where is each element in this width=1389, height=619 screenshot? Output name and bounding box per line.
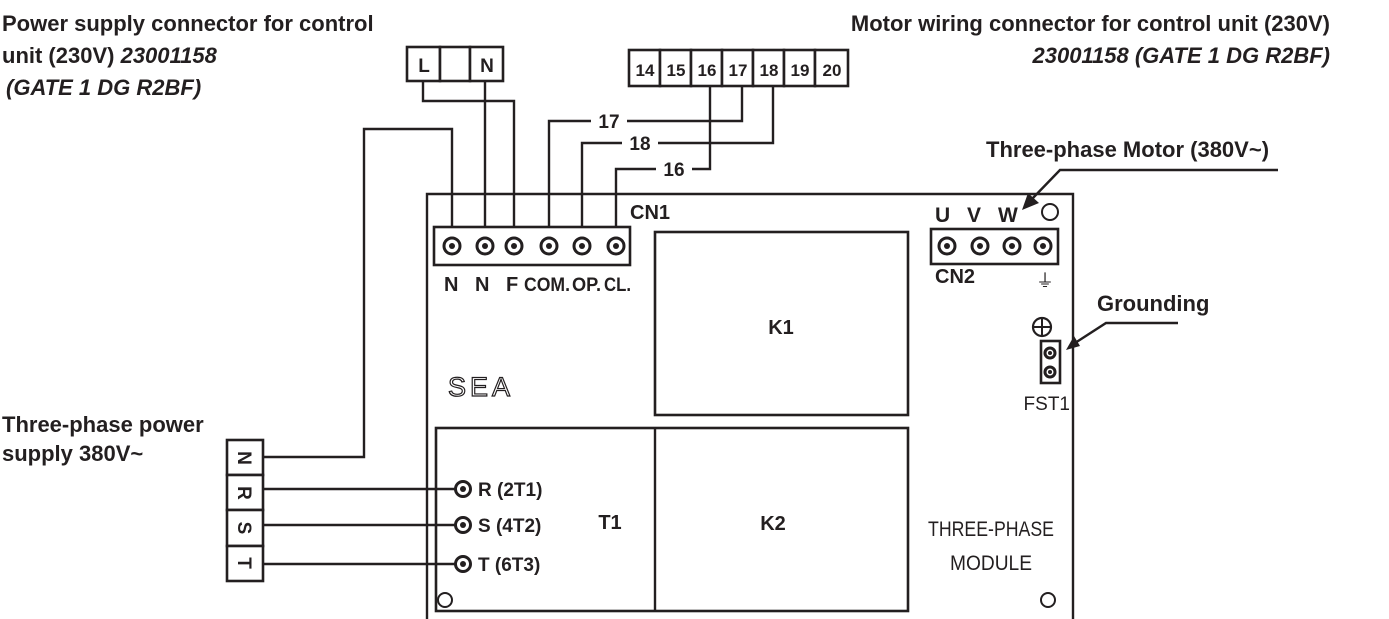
- cn1-label: CN1: [630, 202, 670, 224]
- t1-label: T1: [598, 512, 621, 534]
- supply-t: T: [233, 557, 254, 569]
- phase-terminal-r: R (2T1): [478, 480, 542, 501]
- cn1-term-com: COM.: [524, 275, 570, 296]
- power-connector-n: N: [480, 56, 494, 77]
- cn2-w: W: [998, 204, 1018, 227]
- fst1-label: FST1: [1024, 394, 1070, 415]
- cn2-label: CN2: [935, 266, 975, 288]
- cn1-term-f: F: [506, 274, 518, 296]
- sea-logo: SEA: [447, 371, 514, 402]
- three-phase-supply-label-line2: supply 380V~: [2, 441, 143, 466]
- supply-wires: [263, 487, 456, 566]
- earth-screw-icon: [1031, 316, 1053, 338]
- cn2-terminal-block: [929, 227, 1060, 266]
- cn1-term-n1: N: [444, 274, 458, 296]
- motor-pin-16: 16: [698, 61, 717, 80]
- motor-pin-19: 19: [791, 61, 810, 80]
- cn1-terminal-block: [432, 225, 632, 267]
- wire-tag-16: 16: [663, 160, 684, 181]
- cn2-v: V: [967, 204, 981, 227]
- phase-terminal-s: S (4T2): [478, 516, 541, 537]
- motor-pin-14: 14: [636, 61, 655, 80]
- motor-pin-15: 15: [667, 61, 686, 80]
- grounding-arrow-icon: [1066, 336, 1080, 350]
- cn1-term-op: OP.: [572, 275, 601, 296]
- contactor-block: [434, 426, 910, 613]
- motor-wiring-connector: 14 15 16 17 18 19 20: [627, 48, 850, 88]
- cn1-terminal-labels: N N F COM. OP. CL.: [444, 274, 631, 296]
- motor-connector-model: 23001158 (GATE 1 DG R2BF): [1031, 43, 1330, 68]
- cn1-term-n2: N: [475, 274, 489, 296]
- cn2-u: U: [935, 204, 950, 227]
- module-label-line1: THREE-PHASE: [928, 518, 1054, 541]
- relay-k1: [653, 230, 910, 417]
- cn1-term-cl: CL.: [604, 275, 631, 296]
- power-connector-title-line2: unit (230V) 23001158: [2, 43, 218, 68]
- mounting-hole-tr: [1041, 203, 1059, 221]
- k1-label: K1: [768, 317, 794, 339]
- grounding-label: Grounding: [1097, 291, 1209, 316]
- three-phase-motor-label: Three-phase Motor (380V~): [986, 137, 1269, 162]
- mounting-hole-br: [1040, 592, 1056, 608]
- wire-tag-18: 18: [629, 134, 650, 155]
- control-wires: [263, 81, 775, 459]
- supply-s: S: [233, 522, 254, 535]
- supply-r: R: [233, 486, 254, 500]
- power-connector-title-line1: Power supply connector for control: [2, 11, 374, 36]
- motor-pin-17: 17: [729, 61, 748, 80]
- fst1-connector: [1039, 339, 1062, 385]
- wire-tag-17: 17: [598, 112, 619, 133]
- motor-pin-20: 20: [823, 61, 842, 80]
- motor-connector-title: Motor wiring connector for control unit …: [851, 11, 1330, 36]
- power-connector-model: (GATE 1 DG R2BF): [6, 75, 201, 100]
- three-phase-supply-label-line1: Three-phase power: [2, 412, 204, 437]
- module-label-line2: MODULE: [950, 552, 1032, 575]
- phase-terminals: R (2T1) S (4T2) T (6T3): [454, 480, 542, 576]
- motor-pin-18: 18: [760, 61, 779, 80]
- cn2-ground-icon: ⏚: [1036, 271, 1054, 291]
- power-connector-l: L: [418, 56, 430, 77]
- k2-label: K2: [760, 513, 786, 535]
- sea-logo-text: SEA: [448, 372, 514, 402]
- supply-terminal-block: N R S T: [225, 438, 265, 583]
- supply-n: N: [233, 451, 254, 465]
- three-phase-module-board: [425, 192, 1075, 619]
- motor-arrow-icon: [1022, 193, 1039, 210]
- mounting-hole-bl: [437, 592, 453, 608]
- power-supply-connector: L N: [405, 45, 505, 83]
- phase-terminal-t: T (6T3): [478, 555, 540, 576]
